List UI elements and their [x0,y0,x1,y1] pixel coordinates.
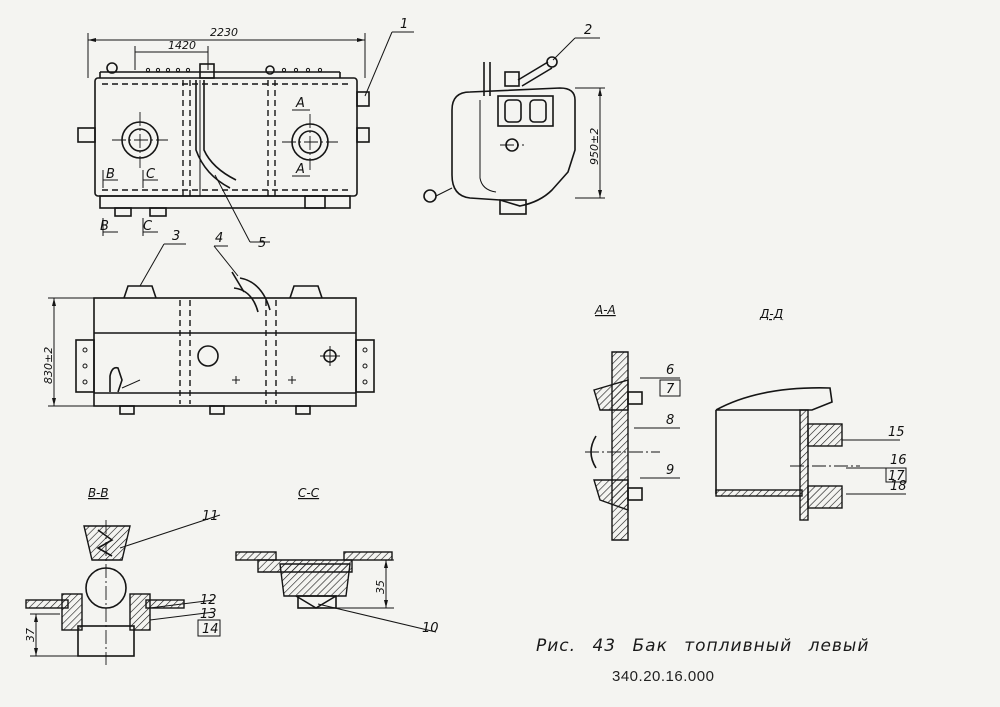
document-number: 340.20.16.000 [612,668,715,685]
callout-15: 15 [888,425,905,440]
callout-17: 17 [888,469,905,484]
dim-inner-length: 1420 [168,39,196,52]
callout-8: 8 [666,413,674,428]
top-view: 2230 1420 [77,17,414,251]
callout-7: 7 [666,382,675,397]
section-aa: A-A 6 7 8 9 [585,303,681,541]
callout-9: 9 [666,463,674,478]
callout-3: 3 [172,229,180,244]
section-cc-title: C-C [298,486,320,500]
section-aa-title: A-A [594,303,616,317]
callout-10: 10 [422,621,439,636]
side-view: 950±2 2 [423,23,605,215]
figure-caption: Рис. 43 Бак топливный левый [536,636,870,656]
callout-14: 14 [202,622,219,637]
section-mark-b-top: B [106,167,115,182]
section-bb-title: B-B [88,486,109,500]
section-mark-a-lower: A [295,162,305,177]
dim-front-height: 830±2 [42,347,55,384]
callout-6: 6 [666,363,674,378]
callout-12: 12 [200,593,217,608]
dim-bb-height: 37 [24,628,37,642]
callout-4: 4 [215,231,223,246]
section-mark-a-upper: A [295,96,305,111]
section-mark-c-top: C [146,167,156,182]
section-mark-b-bottom: B [100,219,109,234]
callout-11: 11 [202,509,219,524]
section-dd-title: Д-Д [759,307,783,321]
callout-16: 16 [890,453,907,468]
callout-13: 13 [200,607,217,622]
section-bb: B-B 37 11 12 13 14 [24,486,221,665]
callout-1: 1 [400,17,408,32]
callout-2: 2 [584,23,592,38]
dim-side-height: 950±2 [588,128,601,165]
section-cc: C-C 35 10 [235,486,439,636]
callout-18: 18 [890,479,907,494]
dim-cc-height: 35 [374,580,387,594]
front-view: 830±2 3 4 [42,229,375,415]
dim-overall-length: 2230 [210,26,238,39]
section-mark-c-bottom: C [143,219,153,234]
callout-5: 5 [258,236,266,251]
section-dd: Д-Д 15 16 17 18 [715,307,907,521]
